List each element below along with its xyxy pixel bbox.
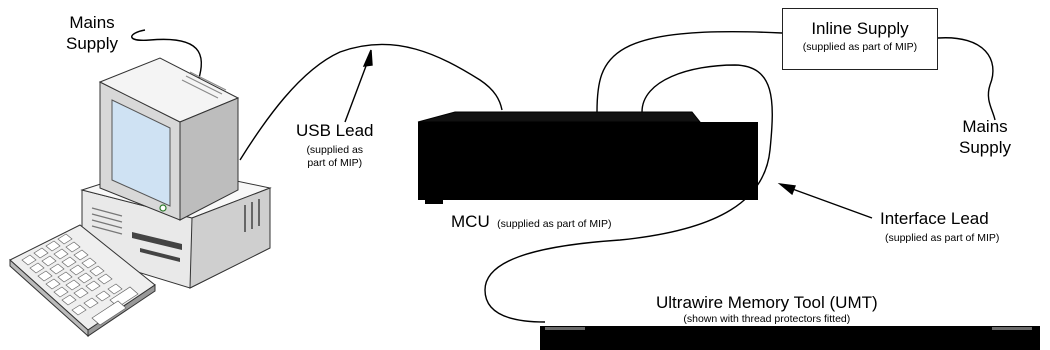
usb-arrow	[344, 57, 370, 123]
inline-supply-box: Inline Supply (supplied as part of MIP)	[782, 8, 938, 70]
interface-lead-title: Interface Lead	[880, 209, 989, 228]
mains-supply-left-line1: Mains	[69, 13, 115, 32]
mains-supply-right-line2: Supply	[959, 138, 1011, 157]
mains-supply-right-line1: Mains	[962, 117, 1008, 136]
usb-lead-note-line1: (supplied as	[306, 144, 364, 156]
mcu-note: (supplied as part of MIP)	[497, 218, 612, 230]
inline-supply-note: (supplied as part of MIP)	[802, 41, 918, 53]
interface-cable	[484, 64, 773, 323]
mains-cable-right	[937, 37, 996, 121]
arrows	[344, 49, 873, 219]
mcu-device	[417, 111, 758, 204]
mains-supply-left-line2: Supply	[66, 34, 118, 53]
cables	[131, 29, 996, 323]
usb-arrow-head	[362, 49, 373, 67]
umt-tool	[540, 326, 1040, 350]
mains-cable-left	[131, 29, 202, 86]
mains-supply-right-label: Mains Supply	[959, 116, 1011, 158]
computer-icon	[80, 57, 272, 289]
mcu-title: MCU	[451, 212, 490, 231]
umt-note: (shown with thread protectors fitted)	[683, 313, 851, 325]
mcu-label: MCU (supplied as part of MIP)	[451, 211, 612, 232]
usb-lead-label: USB Lead (supplied as part of MIP)	[296, 120, 374, 170]
usb-lead-note-line2: part of MIP)	[307, 157, 363, 169]
inline-supply-cable	[596, 31, 783, 113]
mains-supply-left-label: Mains Supply	[66, 12, 118, 54]
interface-arrow	[786, 186, 873, 219]
interface-arrow-head	[777, 182, 796, 196]
keyboard-icon	[9, 224, 156, 338]
interface-lead-label: Interface Lead (supplied as part of MIP)	[880, 208, 999, 245]
interface-lead-note: (supplied as part of MIP)	[885, 232, 1000, 244]
usb-cable	[239, 43, 503, 161]
inline-supply-title: Inline Supply	[811, 19, 909, 38]
umt-title: Ultrawire Memory Tool (UMT)	[656, 293, 878, 312]
usb-lead-title: USB Lead	[296, 121, 374, 140]
umt-label: Ultrawire Memory Tool (UMT) (shown with …	[656, 292, 878, 326]
